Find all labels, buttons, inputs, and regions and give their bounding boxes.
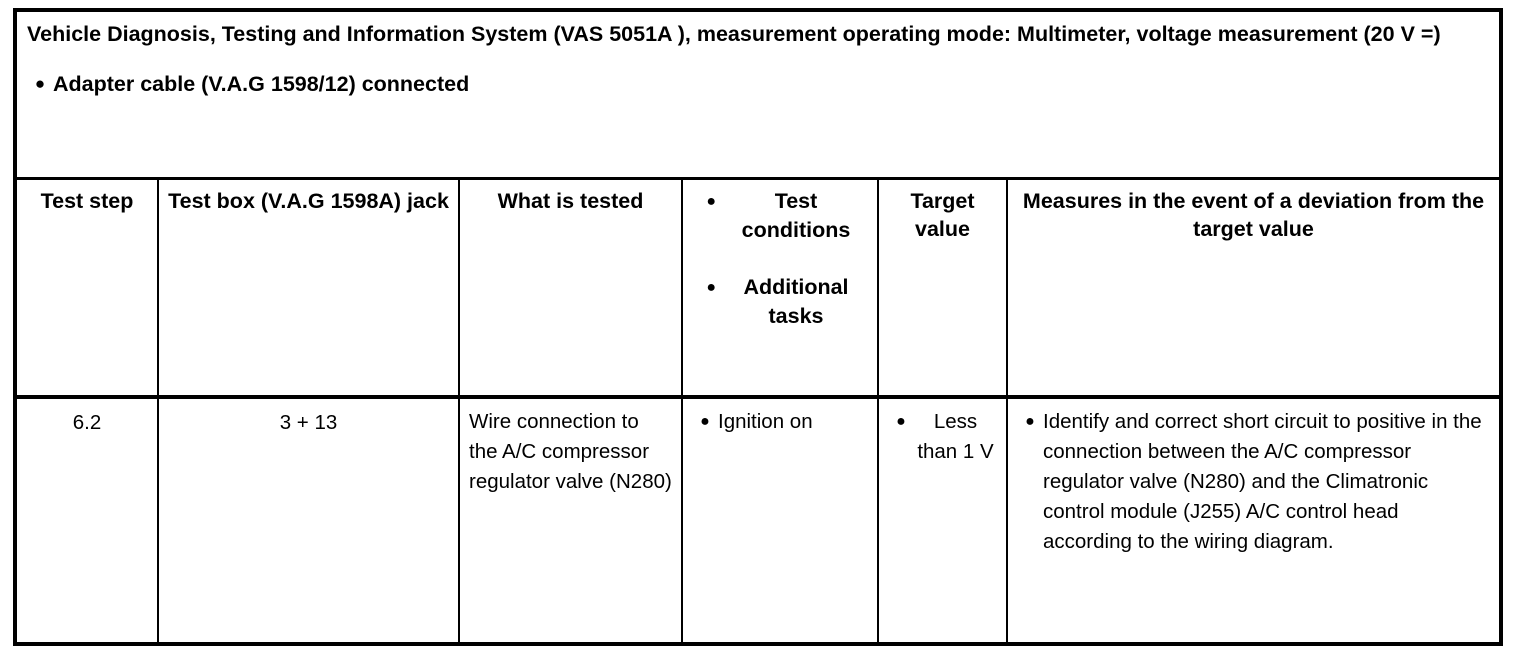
cell-measures: ● Identify and correct short circuit to … (1008, 399, 1499, 642)
header-cell-what-is-tested: What is tested (460, 180, 683, 395)
cell-target-value: ● Less than 1 V (879, 399, 1008, 642)
bullet-dot-icon: ● (706, 193, 716, 210)
header-cell-target-value: Target value (879, 180, 1008, 395)
header-cell-test-step: Test step (17, 180, 159, 395)
prerequisites-list: ● Adapter cable (V.A.G 1598/12) connecte… (27, 70, 1489, 98)
header-cell-test-box: Test box (V.A.G 1598A) jack (159, 180, 460, 395)
cell-test-conditions: ● Ignition on (683, 399, 879, 642)
bullet-dot-icon: ● (34, 74, 46, 93)
list-item: ● Ignition on (692, 407, 868, 437)
cell-test-box: 3 + 13 (159, 399, 460, 642)
bullet-dot-icon: ● (700, 413, 710, 430)
header-conditions-list: ● Test conditions ● Additional tasks (692, 187, 868, 331)
header-cell-test-conditions: ● Test conditions ● Additional tasks (683, 180, 879, 395)
value-target-value: Less than 1 V (917, 410, 994, 463)
value-what-is-tested: Wire connection to the A/C compressor re… (469, 410, 672, 493)
header-label-test-conditions: Test conditions (741, 189, 851, 242)
header-label-test-box: Test box (V.A.G 1598A) jack (168, 189, 449, 213)
list-item: ● Adapter cable (V.A.G 1598/12) connecte… (27, 70, 1489, 98)
cell-test-step: 6.2 (17, 399, 159, 642)
bullet-dot-icon: ● (896, 413, 906, 430)
prerequisite-label: Adapter cable (V.A.G 1598/12) connected (53, 72, 470, 96)
value-test-box: 3 + 13 (279, 411, 338, 434)
value-test-condition: Ignition on (718, 410, 813, 433)
bullet-dot-icon: ● (706, 279, 716, 296)
header-label-target-value: Target value (910, 189, 975, 241)
bullet-dot-icon: ● (1025, 413, 1035, 430)
page-title: Vehicle Diagnosis, Testing and Informati… (27, 22, 1441, 46)
list-item: ● Less than 1 V (888, 407, 997, 467)
list-item: ● Identify and correct short circuit to … (1017, 407, 1490, 557)
header-label-measures: Measures in the event of a deviation fro… (1022, 189, 1485, 241)
diagnosis-table: Vehicle Diagnosis, Testing and Informati… (13, 8, 1503, 646)
list-item: ● Test conditions (692, 187, 868, 245)
value-test-step: 6.2 (72, 411, 102, 434)
table-header-row: Test step Test box (V.A.G 1598A) jack Wh… (17, 180, 1499, 399)
title-band: Vehicle Diagnosis, Testing and Informati… (17, 12, 1499, 180)
header-cell-measures: Measures in the event of a deviation fro… (1008, 180, 1499, 395)
header-label-what-is-tested: What is tested (497, 189, 644, 213)
header-label-additional-tasks: Additional tasks (743, 275, 849, 328)
table-row: 6.2 3 + 13 Wire connection to the A/C co… (17, 399, 1499, 642)
cell-what-is-tested: Wire connection to the A/C compressor re… (460, 399, 683, 642)
header-label-test-step: Test step (40, 189, 134, 213)
list-item: ● Additional tasks (692, 273, 868, 331)
value-measures: Identify and correct short circuit to po… (1043, 410, 1482, 553)
